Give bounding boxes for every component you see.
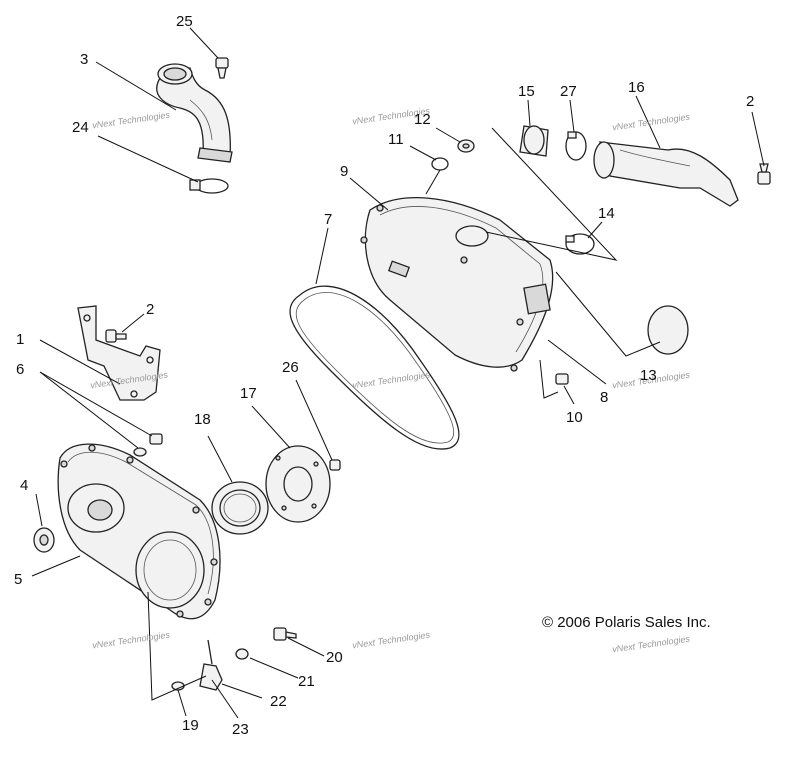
part-17-plate [265, 445, 331, 523]
part-4-bushing [33, 527, 55, 553]
callout-11: 11 [388, 131, 404, 148]
part-27-clamp [565, 131, 587, 161]
part-16-exhaust-duct [593, 141, 739, 207]
callout-6: 6 [16, 361, 25, 378]
callout-16: 16 [628, 79, 645, 96]
part-20-screw [273, 627, 297, 641]
part-14-clamp [565, 233, 595, 255]
part-6-screw-washer [133, 433, 163, 457]
callout-12: 12 [414, 111, 431, 128]
callout-1: 1 [16, 331, 25, 348]
callout-15: 15 [518, 83, 535, 100]
callout-9: 9 [340, 163, 349, 180]
part-21-washer [235, 648, 249, 660]
part-3-intake-duct [156, 63, 233, 163]
callout-13: 13 [640, 367, 657, 384]
part-11-oring [431, 157, 449, 171]
callout-27: 27 [560, 83, 577, 100]
leader-lines [31, 27, 765, 719]
part-12-grommet [457, 139, 475, 153]
part-23-bracket [199, 639, 223, 691]
callout-5: 5 [14, 571, 23, 588]
part-13-gasket [647, 305, 689, 355]
callout-17: 17 [240, 385, 257, 402]
callout-8: 8 [600, 389, 609, 406]
callout-2-right: 2 [746, 93, 755, 110]
part-18-seal [211, 481, 269, 535]
part-15-sleeve [519, 125, 549, 157]
part-2-screw-right [757, 163, 771, 185]
callout-3: 3 [80, 51, 89, 68]
callout-20: 20 [326, 649, 343, 666]
part-9-inner-cover [360, 197, 554, 372]
part-26-screw [329, 459, 341, 471]
callout-25: 25 [176, 13, 193, 30]
part-7-belt [289, 285, 460, 450]
callout-26: 26 [282, 359, 299, 376]
callout-14: 14 [598, 205, 615, 222]
callout-7: 7 [324, 211, 333, 228]
part-25-screw [215, 57, 229, 79]
callout-21: 21 [298, 673, 315, 690]
callout-18: 18 [194, 411, 211, 428]
callout-4: 4 [20, 477, 29, 494]
part-5-outer-cover [57, 443, 221, 620]
copyright-text: © 2006 Polaris Sales Inc. [542, 614, 711, 631]
callout-24: 24 [72, 119, 89, 136]
part-2-screw-left [105, 329, 127, 343]
part-10-screw [555, 373, 569, 385]
callout-2-left: 2 [146, 301, 155, 318]
callout-19: 19 [182, 717, 199, 734]
callout-22: 22 [270, 693, 287, 710]
part-1-bracket [77, 305, 161, 401]
callout-23: 23 [232, 721, 249, 738]
part-24-clamp [189, 178, 229, 194]
callout-10: 10 [566, 409, 583, 426]
